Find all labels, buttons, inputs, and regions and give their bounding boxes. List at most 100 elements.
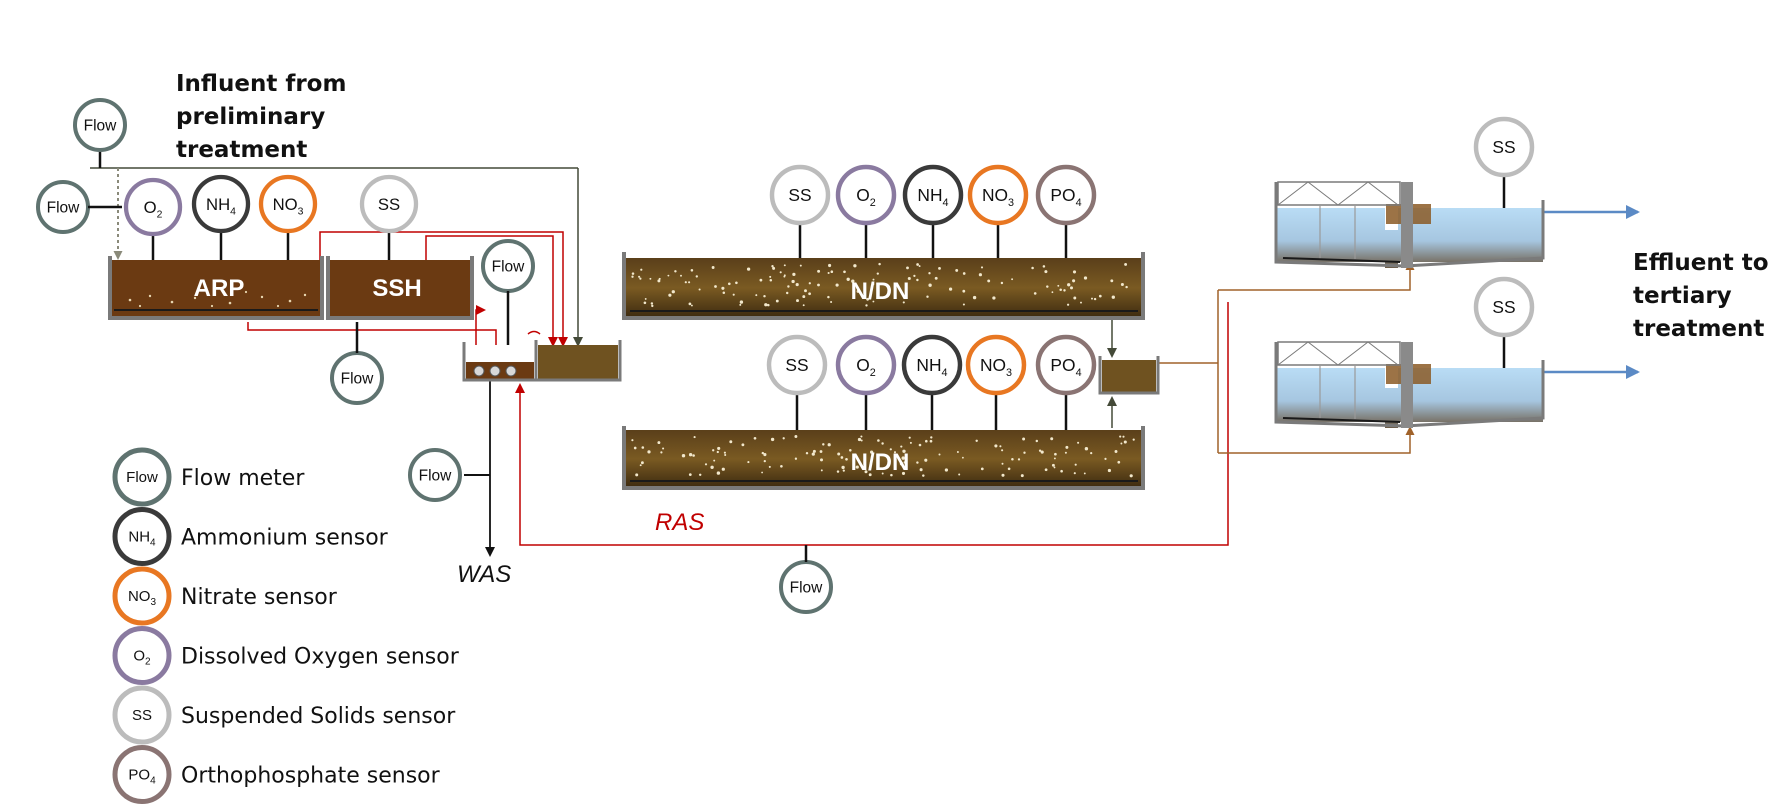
clarifier-feed-lines [1158, 261, 1415, 454]
flow-sensor-label: Flow [84, 117, 118, 134]
ss-sensor: SS [769, 164, 831, 258]
no3-sensor-subscript: 3 [1008, 197, 1014, 209]
legend-symbol-nh4: NH [128, 529, 150, 546]
was-line [464, 380, 495, 557]
svg-text:Flow: Flow [126, 469, 158, 486]
po4-sensor-label: PO [1050, 185, 1075, 205]
nh4-sensor: NH4 [901, 334, 963, 430]
recycle-lines [247, 231, 1229, 546]
no3-sensor-label: NO [273, 195, 298, 214]
o2-sensor-subscript: 2 [157, 210, 163, 221]
ss-sensor-label: SS [1492, 297, 1515, 317]
legend-label-nh4: Ammonium sensor [181, 526, 389, 551]
nh4-sensor: NH4 [191, 174, 251, 260]
o2-sensor-label: O [856, 355, 870, 375]
ssh-label: SSH [372, 275, 421, 302]
flow-sensor-label: Flow [341, 370, 375, 387]
svg-text:NO3: NO3 [128, 588, 157, 608]
svg-text:SS: SS [132, 707, 152, 724]
svg-text:SS: SS [788, 185, 811, 205]
ss-sensor: SS [359, 174, 419, 260]
effluent-title: Effluent to tertiary treatment [1633, 250, 1777, 342]
effluent-line-1: Effluent to [1633, 250, 1769, 276]
arp-tank: ARP [108, 256, 324, 320]
svg-text:Flow: Flow [419, 467, 453, 484]
ssh-tank: SSH [326, 256, 474, 320]
ras-label: RAS [655, 509, 704, 536]
influent-line-3: treatment [176, 137, 307, 163]
ss-sensor-label: SS [788, 185, 811, 205]
svg-text:SS: SS [378, 195, 400, 214]
svg-text:PO4: PO4 [1050, 355, 1081, 379]
legend-symbol-o2: O [133, 648, 145, 665]
effluent-arrows [1543, 205, 1640, 379]
svg-text:NH4: NH4 [128, 529, 156, 549]
svg-text:NH4: NH4 [206, 195, 236, 218]
o2-sensor-subscript: 2 [870, 197, 876, 209]
mix-tank [534, 340, 622, 382]
svg-text:Flow: Flow [341, 370, 375, 387]
sludge-splitter [462, 342, 538, 382]
o2-sensor-label: O [856, 185, 870, 205]
legend-label-po4: Orthophosphate sensor [181, 764, 441, 789]
nh4-sensor-subscript: 4 [942, 367, 948, 379]
influent-line-1: Influent from [176, 71, 346, 97]
ndn-bottom-label: N/DN [851, 449, 910, 476]
o2-sensor-subscript: 2 [870, 367, 876, 379]
o2-sensor: O2 [123, 177, 183, 260]
flow-sensor-label: Flow [790, 579, 824, 596]
ndn-top-tank: N/DN [622, 252, 1145, 320]
arp-label: ARP [194, 275, 245, 302]
svg-text:Flow: Flow [84, 117, 118, 134]
no3-sensor: NO3 [258, 174, 318, 260]
no3-sensor-label: NO [980, 355, 1006, 375]
flow-sensor-label: Flow [419, 467, 453, 484]
no3-sensor-subscript: 3 [1006, 367, 1012, 379]
clarifier-top [1274, 181, 1545, 268]
influent-lines [90, 167, 583, 347]
flow-sensor: Flow [779, 560, 833, 614]
po4-sensor-subscript: 4 [1076, 197, 1082, 209]
svg-text:SS: SS [785, 355, 808, 375]
o2-sensor-label: O [144, 198, 157, 217]
legend-item-no3: NO3 Nitrate sensor [112, 566, 338, 626]
ss-sensor: SS [766, 334, 828, 430]
ss-sensor-label: SS [785, 355, 808, 375]
svg-text:Flow: Flow [492, 258, 526, 275]
clarifier-bottom [1274, 341, 1545, 428]
no3-sensor: NO3 [965, 334, 1027, 430]
nh4-sensor-label: NH [206, 195, 230, 214]
ndn-splitter-box [1098, 356, 1160, 395]
legend-symbol-ss: SS [132, 707, 152, 724]
svg-text:SS: SS [1492, 137, 1515, 157]
legend-item-po4: PO4 Orthophosphate sensor [112, 745, 441, 804]
svg-text:PO4: PO4 [128, 767, 156, 787]
ss-sensor-label: SS [378, 195, 400, 214]
svg-text:O2: O2 [133, 648, 151, 668]
flow-sensor: Flow [330, 351, 384, 405]
po4-sensor: PO4 [1035, 164, 1097, 258]
flow-sensor-label: Flow [47, 199, 81, 216]
legend-label-flow: Flow meter [181, 466, 305, 491]
nh4-sensor-subscript: 4 [943, 197, 949, 209]
flow-sensor: Flow [73, 98, 127, 168]
influent-title: Influent from preliminary treatment [176, 71, 354, 163]
legend-symbol-flow: Flow [126, 469, 158, 486]
svg-text:O2: O2 [144, 198, 163, 221]
ss-sensor: SS [1473, 116, 1535, 208]
svg-text:SS: SS [1492, 297, 1515, 317]
no3-sensor-subscript: 3 [298, 207, 304, 218]
po4-sensor-subscript: 4 [1076, 367, 1082, 379]
legend-symbol-po4: PO [128, 767, 150, 784]
effluent-line-2: tertiary [1633, 283, 1732, 309]
svg-text:O2: O2 [856, 355, 876, 379]
svg-text:NH4: NH4 [917, 185, 948, 209]
was-label: WAS [457, 561, 511, 588]
nh4-sensor: NH4 [902, 164, 964, 258]
legend-label-no3: Nitrate sensor [181, 585, 338, 610]
legend-item-flow: Flow Flow meter [112, 447, 305, 507]
